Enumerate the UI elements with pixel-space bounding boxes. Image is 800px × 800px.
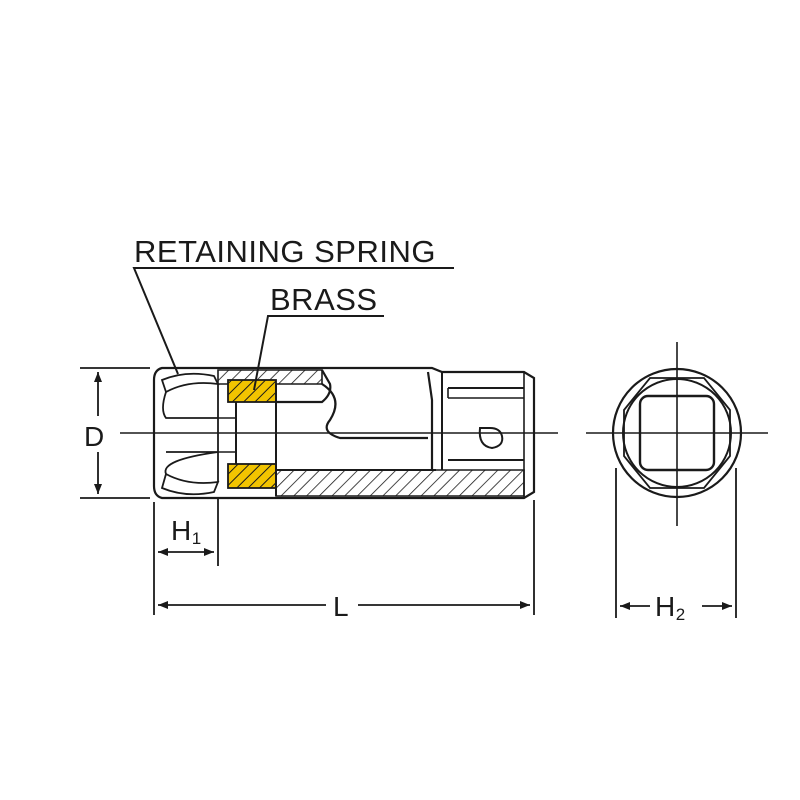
- bottom-wall-hatch: [275, 469, 525, 497]
- dimension-d-label: D: [84, 421, 105, 452]
- socket-body-outline: [152, 366, 536, 500]
- callout-leaders: [132, 267, 454, 391]
- dimension-h2: [615, 468, 737, 618]
- dimension-h1-label: H1: [171, 515, 202, 548]
- brass-insert-bottom: [227, 463, 277, 489]
- dimension-d: [80, 367, 150, 499]
- dimension-l-label: L: [333, 591, 349, 622]
- dimension-l: [158, 500, 535, 615]
- dimension-h1: [153, 498, 219, 615]
- side-section-view: [120, 366, 558, 500]
- brass-insert-top: [227, 379, 277, 403]
- end-view: [586, 342, 768, 526]
- retaining-spring-label: RETAINING SPRING: [134, 234, 436, 269]
- brass-label: BRASS: [270, 282, 378, 317]
- detent-hole: [478, 427, 504, 450]
- dimension-h2-label: H2: [655, 591, 686, 624]
